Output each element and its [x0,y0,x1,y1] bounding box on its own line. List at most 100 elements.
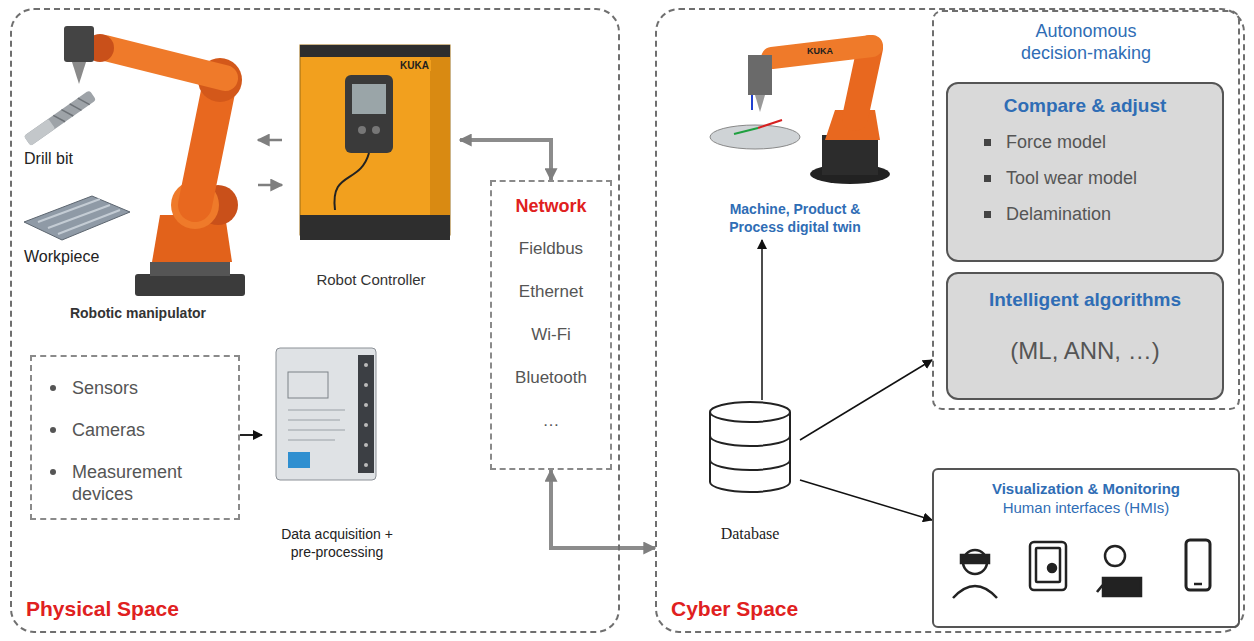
digital-twin-illustration-part [748,55,772,95]
node-text: Force model [1006,131,1214,153]
node-text: Delamination [1006,203,1214,225]
controller-cabinet-illustration-part [358,126,366,134]
workpiece-illustration [24,196,130,240]
bullet-item: Tool wear model [1006,167,1214,189]
connector-arrow [460,140,551,180]
daq-module-illustration-part [364,423,368,427]
node-text: Wi-Fi [496,323,606,347]
workpiece-illustration-part [24,196,130,240]
daq-module-illustration [276,348,376,480]
workpiece-illustration-part [38,199,100,222]
node-text: Bluetooth [496,366,606,390]
database-cylinder-part [710,436,790,446]
digital-twin-illustration [710,46,890,184]
robot-controller: Robot Controller [282,30,460,292]
node-heading: Visualization & Monitoring [944,480,1228,498]
compare-adjust-box: Compare & adjustForce modelTool wear mod… [946,82,1224,262]
digital-twin: Machine, Product & Process digital twin [690,15,900,240]
controller-cabinet-illustration-part [300,45,450,57]
hmi-icons-part [953,586,997,598]
bullet-item: Sensors [72,377,230,399]
node-heading: Data acquisition + pre-processing [270,525,404,561]
bullet-dot [50,427,56,433]
hmi-icons-part [1036,548,1060,582]
connector-arrow [240,434,262,436]
device-list-box: SensorsCamerasMeasurement devices [30,355,240,520]
node-heading: Machine, Product & Process digital twin [708,200,883,236]
algorithms-box: Intelligent algorithms (ML, ANN, …) [946,272,1224,400]
hmi-icons-part [1103,578,1141,596]
node-text: Tool wear model [1006,167,1214,189]
bullet-dot [50,385,56,391]
daq-module-illustration-part [288,372,328,398]
bullet-dot [50,469,56,475]
part-label: Drill bit [24,150,73,168]
daq-module-illustration-part [364,443,368,447]
connector-arrow [258,139,282,142]
database-cylinder [710,402,790,492]
digital-twin-illustration-part [710,125,800,149]
hmi-icons-part [1030,542,1066,590]
drill-bit-illustration-part [78,95,90,108]
connector-arrow [800,480,932,520]
connector-arrow [761,240,763,400]
controller-cabinet-illustration [300,45,450,240]
node-heading: Sensors [72,377,230,399]
node-heading: Autonomous decision-making [1006,20,1166,64]
node-heading: Network [496,194,606,218]
drill-bit-illustration-part [24,90,96,146]
controller-cabinet-illustration-part [345,75,393,153]
part-label: Workpiece [24,248,99,266]
node-text: Cameras [72,419,230,441]
robot-manipulator: Robotic manipulator [18,14,258,325]
node-heading: Cyber Space [671,597,798,621]
robot-arm-illustration-part [64,26,94,62]
visualization-box: Visualization & MonitoringHuman interfac… [932,468,1240,628]
digital-twin-illustration-part [758,120,782,128]
node-text: (ML, ANN, …) [956,337,1214,365]
daq-module-illustration-part [288,452,310,468]
drill-bit-illustration-part [24,119,55,146]
node-heading: Physical Space [26,597,179,621]
node-text: Human interfaces (HMIs) [944,499,1228,517]
robot-arm-illustration-part [105,48,225,78]
hmi-icons-part [961,555,989,563]
digital-twin-illustration-part [734,128,758,134]
bullet-item: Cameras [72,419,230,441]
connector-arrow [551,470,655,548]
robot-arm-illustration-part [150,262,230,276]
database-cylinder-part [710,402,790,422]
database-cylinder-part [710,412,790,492]
bullet-item: Force model [1006,131,1214,153]
decision-making-box: Autonomous decision-makingCompare & adju… [932,10,1240,410]
daq-module-illustration-part [288,410,345,411]
brand-logo: KUKA [806,46,834,56]
bullet-item: Measurement devices [72,461,230,505]
drill-bit-illustration-part [61,106,73,119]
hmi-icons [953,540,1210,598]
node-text: Measurement devices [72,461,230,505]
digital-twin-illustration-part [755,95,765,112]
database-cylinder-part [710,460,790,470]
node-text: Fieldbus [496,237,606,261]
hmi-icons-part [1048,564,1056,572]
bullet-square [984,175,991,182]
hmi-icons-part [1186,540,1210,590]
daq-module-illustration-part [358,355,374,473]
controller-cabinet-illustration-part [300,215,450,240]
daq-module-illustration-part [288,420,340,421]
drill-bit-illustration [24,90,96,146]
node-heading: Compare & adjust [956,94,1214,117]
daq-module-illustration-part [364,363,368,367]
daq-module-illustration-part [276,348,376,480]
controller-cabinet-illustration-part [334,153,369,210]
bullet-item: Delamination [1006,203,1214,225]
controller-cabinet-illustration-part [430,57,450,217]
daq-module-illustration-part [364,403,368,407]
bullet-square [984,139,991,146]
node-heading: Intelligent algorithms [956,288,1214,311]
digital-twin-illustration-part [772,46,872,58]
node-heading: Robot Controller [316,271,425,288]
node-text: … [496,409,606,433]
